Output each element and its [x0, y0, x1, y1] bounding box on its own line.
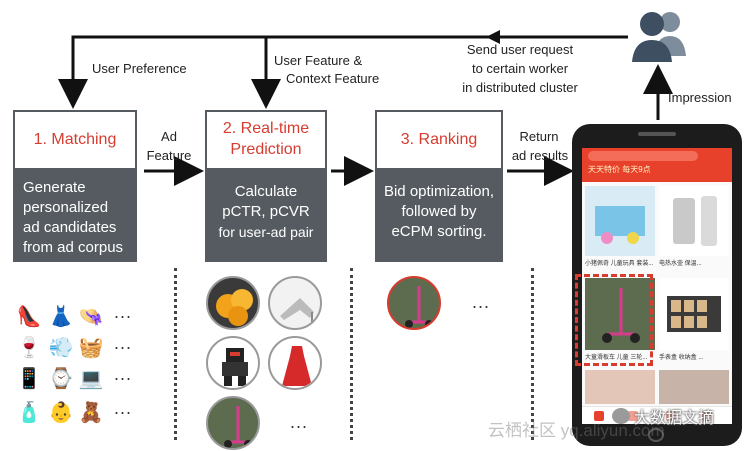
- mango-product-image: [206, 276, 260, 330]
- high-heel-product-image: [268, 276, 322, 330]
- prediction-desc-line: for user-ad pair: [218, 224, 314, 240]
- wine-icon: 🍷: [16, 337, 42, 359]
- wechat-icon: [612, 408, 630, 424]
- ellipsis: ...: [114, 398, 133, 418]
- category-nav-icon[interactable]: [628, 411, 638, 421]
- stroller-icon: 👶: [48, 402, 74, 424]
- matching-desc-line: from ad corpus: [23, 239, 124, 256]
- send-request-label-line2: to certain worker: [471, 61, 569, 76]
- phone-product-caption: 大童滑板车 儿童 三轮...: [585, 355, 648, 361]
- phone-product-caption: 电热水壶 保温...: [659, 261, 702, 267]
- prediction-box: 2. Real-time Prediction Calculate pCTR, …: [205, 110, 327, 262]
- matching-desc-line: ad candidates: [23, 219, 117, 236]
- watch-icon: ⌚: [48, 368, 74, 390]
- phone-screen: 天天特价 每天9点 小猪佩奇 儿童玩具 套装... 电热水壶 保温... 大童滑…: [582, 148, 732, 424]
- user-feature-label-line2: Context Feature: [286, 71, 380, 86]
- column-divider: [174, 268, 177, 440]
- hat-icon: 👒: [78, 306, 104, 328]
- phone-product-card[interactable]: [585, 278, 655, 350]
- ellipsis: ...: [114, 364, 133, 384]
- app-search-bar[interactable]: [588, 151, 698, 161]
- user-preference-label: User Preference: [92, 61, 187, 76]
- laptop-icon: 💻: [78, 368, 104, 390]
- ranking-desc-line: followed by: [401, 203, 477, 220]
- wechat-watermark: 大数据文摘: [612, 404, 714, 428]
- fruit-basket-icon: 🧺: [78, 337, 104, 359]
- prediction-title-line1: 2. Real-time: [222, 120, 310, 138]
- hair-dryer-icon: 💨: [48, 337, 74, 359]
- user-feature-label-line1: User Feature &: [274, 53, 363, 68]
- ranking-title: 3. Ranking: [375, 110, 503, 170]
- phone-product-card[interactable]: [585, 370, 655, 404]
- ellipsis: ...: [114, 333, 133, 353]
- phone-product-card[interactable]: [659, 278, 729, 350]
- phone-home-button[interactable]: [648, 428, 664, 442]
- site-watermark: 云栖社区 yq.aliyun.com: [488, 421, 665, 440]
- ellipsis: ...: [472, 292, 491, 312]
- highlighted-ad-box: [575, 274, 653, 366]
- user-preference-arrow: [58, 35, 628, 109]
- teddy-bear-icon: 🧸: [78, 402, 104, 424]
- ellipsis: ...: [114, 302, 133, 322]
- matching-desc-line: personalized: [23, 199, 109, 216]
- scooter-product-image: [206, 396, 260, 450]
- phone-product-card[interactable]: [659, 370, 729, 404]
- robot-toy-product-image: [206, 336, 260, 390]
- return-label-line1: Return: [519, 129, 559, 144]
- dress-icon: 👗: [48, 306, 74, 328]
- prediction-desc-line: Calculate: [234, 183, 298, 200]
- ellipsis: ...: [290, 412, 309, 432]
- wechat-account-name: 大数据文摘: [634, 410, 715, 427]
- send-request-label-line1: Send user request: [466, 42, 574, 57]
- profile-nav-icon[interactable]: [702, 411, 712, 421]
- impression-label: Impression: [668, 90, 732, 105]
- matching-title: 1. Matching: [13, 110, 137, 170]
- app-header: 天天特价 每天9点: [582, 148, 732, 182]
- ranking-desc-line: Bid optimization,: [383, 183, 495, 200]
- matching-description: Generate personalized ad candidates from…: [13, 170, 137, 262]
- ad-feature-label-line2: Feature: [146, 148, 192, 163]
- ranking-title-text: 3. Ranking: [400, 130, 478, 148]
- phone-product-card[interactable]: [659, 186, 729, 256]
- prediction-description: Calculate pCTR, pCVR for user-ad pair: [205, 170, 327, 262]
- send-request-arrowhead: [486, 30, 500, 44]
- send-request-label-line3: in distributed cluster: [462, 80, 578, 95]
- prediction-title: 2. Real-time Prediction: [205, 110, 327, 170]
- column-divider: [531, 268, 534, 440]
- phone-icon: 📱: [16, 368, 42, 390]
- phone-product-caption: 小猪佩奇 儿童玩具 套装...: [585, 261, 654, 267]
- ad-feature-label-line1: Ad: [161, 129, 177, 144]
- matching-title-text: 1. Matching: [33, 130, 117, 148]
- ranking-box: 3. Ranking Bid optimization, followed by…: [375, 110, 503, 262]
- phone-product-caption: 手表盒 收纳盒 ...: [659, 355, 704, 361]
- user-group-icon: [626, 6, 690, 62]
- ranking-desc-line: eCPM sorting.: [391, 223, 487, 240]
- app-banner-text: 天天特价 每天9点: [588, 165, 651, 174]
- return-label-line2: ad results: [511, 148, 569, 163]
- home-nav-icon[interactable]: [594, 411, 604, 421]
- ranking-description: Bid optimization, followed by eCPM sorti…: [375, 170, 503, 262]
- phone-product-card[interactable]: [585, 186, 655, 256]
- high-heel-icon: 👠: [16, 306, 42, 328]
- column-divider: [350, 268, 353, 440]
- matching-desc-line: Generate: [23, 179, 86, 196]
- smartphone: 天天特价 每天9点 小猪佩奇 儿童玩具 套装... 电热水壶 保温... 大童滑…: [572, 124, 742, 446]
- bottle-icon: 🧴: [16, 402, 42, 424]
- prediction-title-line2: Prediction: [230, 141, 302, 158]
- matching-box: 1. Matching Generate personalized ad can…: [13, 110, 137, 262]
- cart-nav-icon[interactable]: [666, 411, 676, 421]
- ranked-scooter-product-image: [387, 276, 441, 330]
- red-dress-product-image: [268, 336, 322, 390]
- prediction-desc-line: pCTR, pCVR: [222, 203, 310, 220]
- phone-speaker: [638, 132, 676, 136]
